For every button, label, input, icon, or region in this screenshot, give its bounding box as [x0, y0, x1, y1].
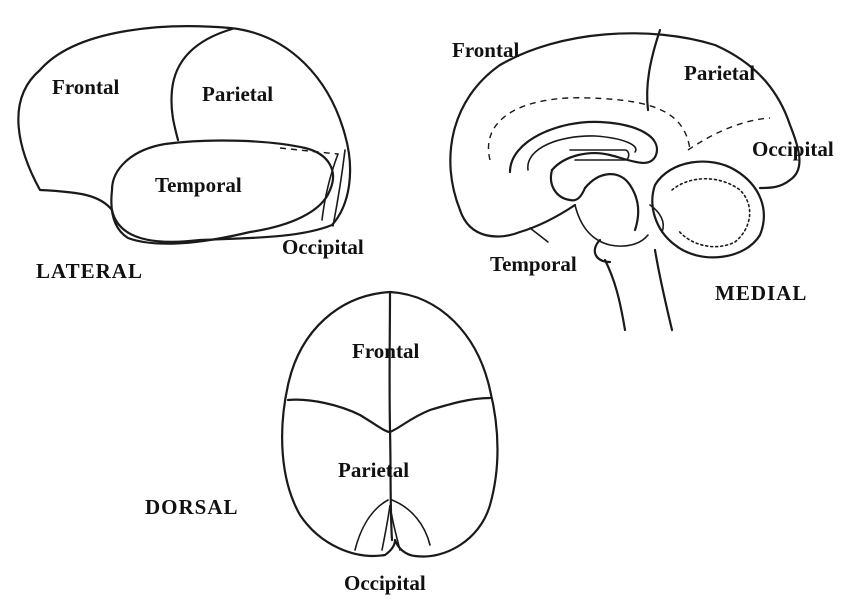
- medial-view: Frontal Parietal Occipital Temporal MEDI…: [450, 30, 833, 330]
- dorsal-occipital-label: Occipital: [344, 571, 426, 595]
- medial-brainstem: [595, 240, 672, 330]
- lateral-parietal-label: Parietal: [202, 82, 273, 106]
- dorsal-central-sulcus-left: [288, 400, 390, 432]
- medial-corpus-inner: [528, 136, 636, 170]
- medial-frontal-temporal-outline: [460, 205, 575, 237]
- medial-thalamus: [585, 174, 638, 230]
- medial-central-sulcus: [647, 30, 660, 110]
- dorsal-parietal-label: Parietal: [338, 458, 409, 482]
- medial-frontal-label: Frontal: [452, 38, 519, 62]
- dorsal-longitudinal-fissure: [390, 292, 392, 540]
- dorsal-frontal-label: Frontal: [352, 339, 419, 363]
- medial-fornix: [551, 170, 585, 200]
- medial-temporal-label: Temporal: [490, 252, 577, 276]
- medial-view-label: MEDIAL: [715, 281, 807, 305]
- medial-cerebellum: [652, 162, 763, 258]
- dorsal-central-sulcus-right: [390, 398, 490, 432]
- lateral-frontal-label: Frontal: [52, 75, 119, 99]
- medial-cerebellum-arbor: [672, 179, 750, 247]
- dorsal-view: Frontal Parietal Occipital DORSAL: [145, 292, 498, 595]
- lateral-view-label: LATERAL: [36, 259, 143, 283]
- medial-occipital-label: Occipital: [752, 137, 834, 161]
- medial-temporal-tick: [530, 228, 548, 242]
- medial-parietal-label: Parietal: [684, 61, 755, 85]
- lateral-view: Frontal Parietal Temporal Occipital LATE…: [18, 26, 363, 283]
- lateral-temporal-label: Temporal: [155, 173, 242, 197]
- lateral-occipital-label: Occipital: [282, 235, 364, 259]
- dorsal-view-label: DORSAL: [145, 495, 239, 519]
